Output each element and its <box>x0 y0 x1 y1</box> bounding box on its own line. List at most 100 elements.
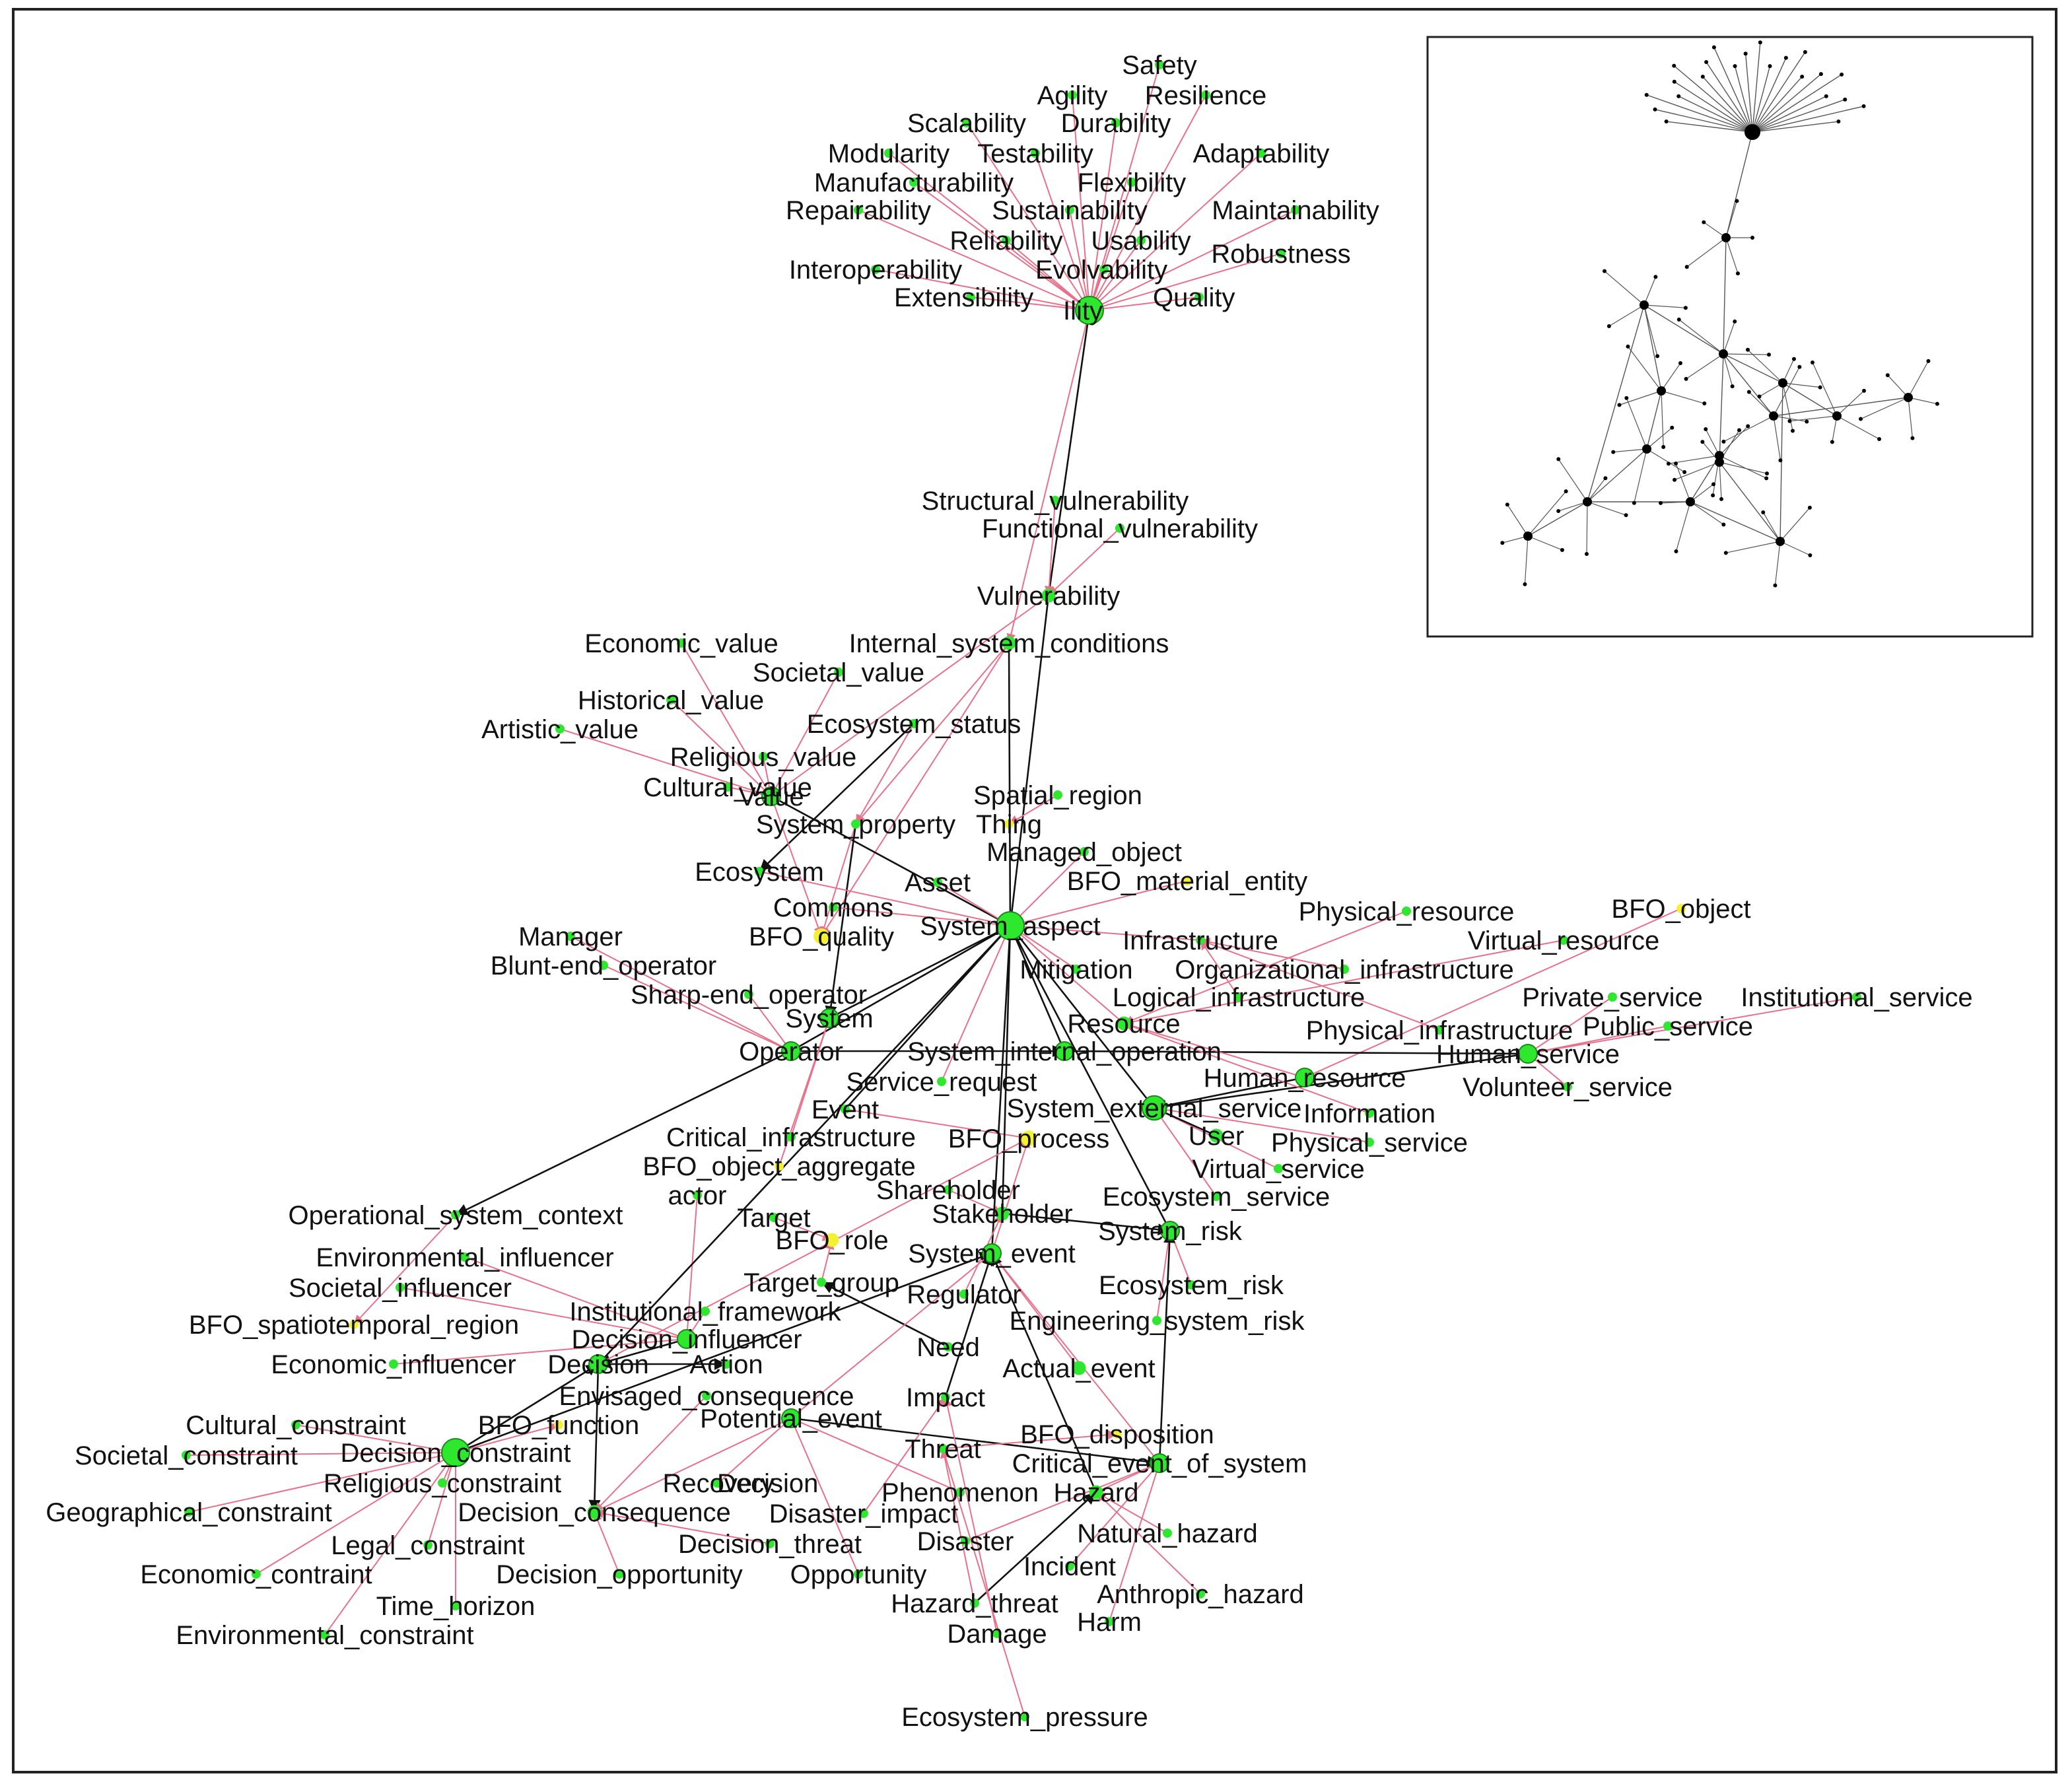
node-extensibility[interactable] <box>966 292 975 302</box>
node-manufacturability[interactable] <box>909 178 918 187</box>
node-decision[interactable] <box>588 1354 608 1374</box>
node-societal-constraint[interactable] <box>182 1451 191 1460</box>
node-structural-vulnerability[interactable] <box>1051 496 1060 505</box>
node-institutional-service[interactable] <box>1852 992 1861 1002</box>
node-stakeholder[interactable] <box>995 1206 1010 1221</box>
node-operational-system-context[interactable] <box>451 1210 460 1219</box>
node-societal-influencer[interactable] <box>396 1283 405 1292</box>
node-action[interactable] <box>722 1359 731 1369</box>
node-opportunity[interactable] <box>854 1569 863 1579</box>
node-usability[interactable] <box>1136 236 1146 245</box>
node-physical-infrastructure[interactable] <box>1435 1025 1444 1035</box>
node-resource[interactable] <box>1117 1016 1131 1031</box>
node-harm[interactable] <box>1105 1617 1114 1626</box>
node-historical-value[interactable] <box>666 695 675 704</box>
node-hazard[interactable] <box>1089 1485 1103 1499</box>
node-manager[interactable] <box>566 932 575 941</box>
node-bfo-quality[interactable] <box>813 928 829 944</box>
node-logical-infrastructure[interactable] <box>1234 992 1243 1002</box>
node-repairability[interactable] <box>854 205 863 215</box>
node-target-group[interactable] <box>817 1278 826 1287</box>
node-bfo-material-entity[interactable] <box>1183 876 1192 885</box>
node-system-risk[interactable] <box>1160 1221 1180 1241</box>
node-managed-object[interactable] <box>1080 847 1089 856</box>
node-blunt-end-operator[interactable] <box>599 961 608 970</box>
node-functional-vulnerability[interactable] <box>1115 524 1124 533</box>
node-service-request[interactable] <box>937 1077 946 1086</box>
node-natural-hazard[interactable] <box>1163 1528 1172 1538</box>
node-system-event[interactable] <box>982 1243 1002 1263</box>
node-system-aspect[interactable] <box>996 911 1025 940</box>
node-religious-value[interactable] <box>759 752 768 761</box>
node-spatial-region[interactable] <box>1053 790 1062 800</box>
node-impact[interactable] <box>941 1392 950 1402</box>
node-maintainability[interactable] <box>1291 205 1300 215</box>
node-scalability[interactable] <box>962 118 971 127</box>
node-sustainability[interactable] <box>1065 205 1074 215</box>
node-evolvability[interactable] <box>1099 265 1109 274</box>
node-incident[interactable] <box>1065 1562 1074 1571</box>
node-internal-system-conditions[interactable] <box>1002 636 1016 650</box>
node-economic-contraint[interactable] <box>252 1569 261 1579</box>
node-envisaged-consequence[interactable] <box>702 1391 711 1400</box>
node-institutional-framework[interactable] <box>701 1307 710 1316</box>
node-interoperability[interactable] <box>871 265 880 274</box>
node-resilience[interactable] <box>1201 90 1210 100</box>
node-reliability[interactable] <box>1002 236 1011 245</box>
node-physical-service[interactable] <box>1365 1138 1374 1147</box>
node-engineering-system-risk[interactable] <box>1152 1316 1161 1325</box>
node-damage[interactable] <box>992 1629 1002 1638</box>
node-artistic-value[interactable] <box>555 724 565 734</box>
node-religious-constraint[interactable] <box>438 1478 447 1488</box>
node-virtual-service[interactable] <box>1274 1164 1283 1173</box>
node-robustness[interactable] <box>1276 249 1286 258</box>
node-operator[interactable] <box>781 1041 801 1061</box>
node-decision-influencer[interactable] <box>677 1329 697 1349</box>
node-actual-event[interactable] <box>1072 1361 1086 1375</box>
node-bfo-role[interactable] <box>825 1233 839 1247</box>
node-economic-influencer[interactable] <box>389 1359 398 1369</box>
node-event[interactable] <box>841 1105 850 1114</box>
node-bfo-process[interactable] <box>1021 1130 1037 1146</box>
node-economic-value[interactable] <box>677 638 686 648</box>
node-ility[interactable] <box>1075 296 1104 325</box>
node-cultural-constraint[interactable] <box>291 1420 300 1429</box>
node-potential-event[interactable] <box>781 1408 801 1428</box>
node-bfo-disposition[interactable] <box>1113 1429 1122 1439</box>
node-bfo-spatiotemporal-region[interactable] <box>349 1320 359 1329</box>
node-actor[interactable] <box>693 1190 702 1200</box>
node-decision-opportunity[interactable] <box>615 1569 624 1579</box>
node-durability[interactable] <box>1111 118 1121 127</box>
node-ecosystem-pressure[interactable] <box>1020 1712 1029 1721</box>
node-information[interactable] <box>1365 1109 1374 1118</box>
node-threat[interactable] <box>938 1444 948 1453</box>
node-value[interactable] <box>761 786 781 806</box>
node-flexibility[interactable] <box>1127 178 1136 187</box>
node-infrastructure[interactable] <box>1196 936 1205 945</box>
node-commons[interactable] <box>829 903 838 912</box>
node-modularity[interactable] <box>884 149 893 158</box>
node-testability[interactable] <box>1031 149 1040 158</box>
node-sharp-end-operator[interactable] <box>744 990 753 999</box>
node-critical-event-of-system[interactable] <box>1150 1453 1169 1473</box>
node-physical-resource[interactable] <box>1402 907 1411 916</box>
node-environmental-constraint[interactable] <box>320 1630 329 1639</box>
node-asset[interactable] <box>933 877 942 887</box>
node-ecosystem[interactable] <box>755 867 764 876</box>
node-hazard-threat[interactable] <box>970 1598 979 1608</box>
node-vulnerability[interactable] <box>1041 588 1056 603</box>
node-thing[interactable] <box>1004 819 1014 829</box>
node-need[interactable] <box>944 1342 953 1352</box>
node-human-service[interactable] <box>1518 1044 1538 1064</box>
node-anthropic-hazard[interactable] <box>1196 1589 1205 1598</box>
node-system-internal-operation[interactable] <box>1054 1041 1074 1061</box>
node-phenomenon[interactable] <box>955 1488 965 1497</box>
node-decision-threat[interactable] <box>765 1539 775 1548</box>
node-virtual-resource[interactable] <box>1559 936 1568 945</box>
node-ecosystem-status[interactable] <box>909 719 918 728</box>
node-quality[interactable] <box>1194 292 1204 302</box>
node-ecosystem-risk[interactable] <box>1187 1280 1196 1289</box>
node-critical-infrastructure[interactable] <box>786 1132 796 1142</box>
node-safety[interactable] <box>1155 60 1164 69</box>
node-private-service[interactable] <box>1608 992 1617 1002</box>
